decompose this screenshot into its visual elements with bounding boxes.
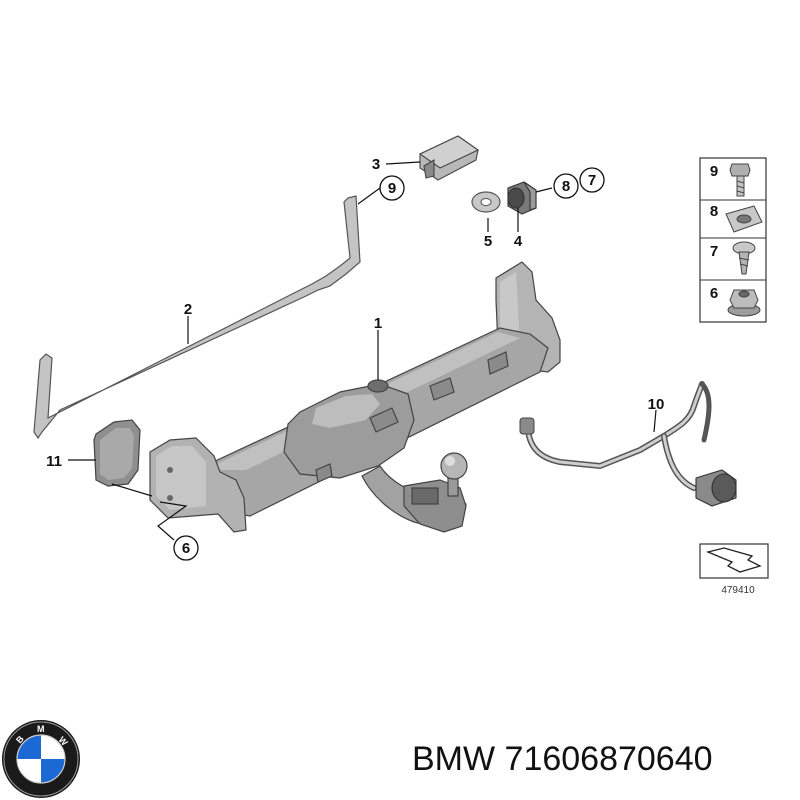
- svg-text:M: M: [37, 724, 45, 734]
- callout-circled-8: 8: [553, 173, 579, 199]
- callout-5: 5: [484, 233, 492, 250]
- svg-text:B: B: [14, 733, 26, 745]
- callout-2: 2: [184, 301, 192, 318]
- callout-11: 11: [46, 453, 62, 470]
- callout-3: 3: [372, 156, 380, 173]
- leader-lines: [68, 161, 657, 541]
- part-10-wiring-harness: [519, 381, 737, 507]
- part-1-tow-hitch: [149, 261, 561, 533]
- callout-9: 9: [388, 180, 396, 197]
- part-3-control-module: [418, 135, 480, 181]
- callout-6: 6: [182, 540, 190, 557]
- legend-number-7: 7: [710, 243, 718, 260]
- part-11-cover-plate: [93, 419, 141, 487]
- legend-number-9: 9: [710, 163, 718, 180]
- flange-nut-icon: [727, 289, 761, 317]
- screw-icon: [732, 241, 756, 275]
- callout-7: 7: [588, 172, 596, 189]
- bmw-logo-icon: B M W: [2, 720, 80, 798]
- reference-code: 479410: [721, 585, 755, 596]
- fastener-legend: 9 8 7 6: [699, 157, 767, 323]
- part-number-caption: BMW 71606870640: [412, 740, 713, 778]
- part-2-bumper-bracket: [33, 195, 361, 440]
- bolt-icon: [729, 163, 751, 197]
- clip-nut-icon: [725, 205, 763, 233]
- legend-number-8: 8: [710, 203, 718, 220]
- callout-10: 10: [648, 396, 665, 413]
- part-5-washer: [471, 191, 501, 213]
- callout-circled-6: 6: [173, 535, 199, 561]
- callout-circled-7: 7: [579, 167, 605, 193]
- callout-4: 4: [514, 233, 523, 250]
- part-4-socket: [507, 181, 537, 215]
- legend-number-6: 6: [710, 285, 718, 302]
- callout-8: 8: [562, 178, 570, 195]
- callout-circled-9: 9: [379, 175, 405, 201]
- reference-symbol: 479410: [699, 543, 769, 596]
- callout-1: 1: [374, 315, 382, 332]
- callout-labels: 1 2 3 4 5 10 11: [46, 156, 664, 470]
